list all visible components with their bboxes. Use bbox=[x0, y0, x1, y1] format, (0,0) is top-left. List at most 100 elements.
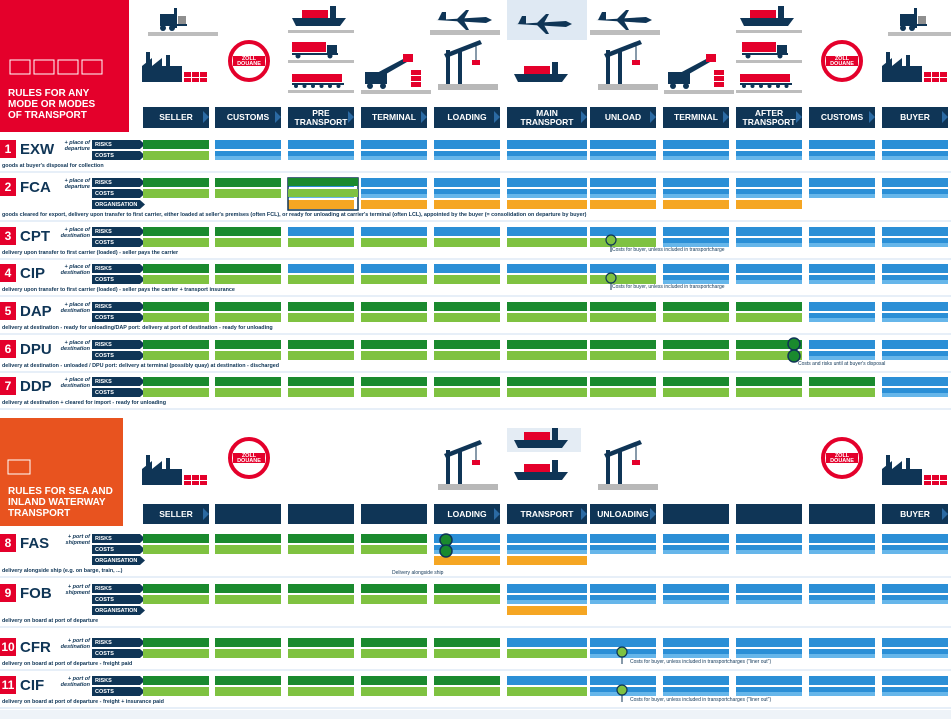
column-header-label: LOADING bbox=[447, 112, 487, 123]
factory-icon bbox=[924, 475, 931, 480]
port-crane-icon bbox=[632, 460, 640, 465]
cost-risk-bar bbox=[882, 545, 948, 554]
row-tag-arrow bbox=[140, 227, 145, 236]
term-place: + place of destination bbox=[60, 377, 90, 389]
cost-risk-bar bbox=[434, 140, 500, 149]
cost-risk-bar bbox=[590, 140, 656, 149]
factory-icon bbox=[892, 58, 902, 66]
cost-risk-bar bbox=[590, 313, 656, 322]
column-header-label: UNLOADING bbox=[597, 508, 649, 519]
column-header-arrow bbox=[494, 111, 500, 123]
cost-risk-bar bbox=[507, 227, 587, 236]
term-code: CPT bbox=[20, 228, 50, 245]
cost-risk-bar bbox=[590, 638, 656, 647]
row-tag: COSTS bbox=[92, 388, 140, 397]
port-crane-icon bbox=[604, 440, 642, 458]
cost-risk-bar bbox=[809, 654, 875, 658]
cost-risk-bar bbox=[590, 340, 656, 349]
barge-icon bbox=[524, 432, 550, 440]
cost-risk-bar bbox=[507, 200, 587, 209]
row-tag: RISKS bbox=[92, 676, 140, 685]
cost-risk-bar bbox=[215, 227, 281, 236]
factory-icon bbox=[184, 481, 191, 485]
cargo-ship-icon bbox=[524, 464, 550, 472]
transfer-point-icon bbox=[787, 349, 801, 363]
truck-icon bbox=[742, 53, 788, 55]
cost-risk-bar bbox=[809, 243, 875, 247]
cost-risk-bar bbox=[143, 189, 209, 198]
forklift-icon bbox=[177, 24, 187, 26]
ground bbox=[288, 60, 354, 63]
term-code: DDP bbox=[20, 378, 52, 395]
customs-icon bbox=[233, 453, 265, 463]
cost-risk-bar bbox=[663, 654, 729, 658]
port-crane-icon bbox=[604, 40, 642, 58]
zoll-text: DOUANE bbox=[830, 458, 854, 464]
reach-stacker-icon bbox=[403, 54, 413, 62]
cost-risk-bar bbox=[361, 638, 427, 647]
train-icon bbox=[292, 83, 344, 85]
term-number: 7 bbox=[0, 377, 16, 395]
cargo-plane-icon bbox=[616, 10, 629, 20]
cost-risk-bar bbox=[507, 595, 587, 604]
cost-risk-bar bbox=[736, 340, 802, 349]
term-number: 6 bbox=[0, 340, 16, 358]
row-tag-arrow bbox=[140, 584, 145, 593]
cost-risk-bar bbox=[361, 676, 427, 685]
cost-risk-bar bbox=[663, 194, 729, 198]
train-icon bbox=[328, 84, 332, 88]
cost-risk-bar bbox=[215, 638, 281, 647]
cost-risk-bar bbox=[736, 545, 802, 554]
cost-risk-bar bbox=[434, 302, 500, 311]
cost-risk-bar bbox=[663, 649, 729, 658]
factory-icon bbox=[142, 469, 182, 485]
cost-risk-bar bbox=[434, 676, 500, 685]
row-tag-arrow bbox=[140, 351, 145, 360]
cost-risk-bar bbox=[361, 687, 427, 696]
factory-icon bbox=[924, 481, 931, 485]
zoll-text: DOUANE bbox=[830, 61, 854, 67]
cost-risk-bar bbox=[288, 178, 358, 186]
cost-risk-bar bbox=[215, 687, 281, 696]
cost-risk-bar bbox=[143, 687, 209, 696]
cost-risk-bar bbox=[361, 200, 427, 209]
cost-risk-bar bbox=[663, 280, 729, 284]
row-tag: RISKS bbox=[92, 377, 140, 386]
cost-risk-bar bbox=[434, 388, 500, 397]
transfer-point-icon bbox=[605, 272, 617, 284]
cost-risk-bar bbox=[215, 351, 281, 360]
forklift-icon bbox=[900, 14, 914, 26]
cost-risk-bar bbox=[736, 280, 802, 284]
truck-icon bbox=[292, 42, 326, 52]
cost-risk-bar bbox=[143, 388, 209, 397]
row-tag: COSTS bbox=[92, 275, 140, 284]
forklift-icon bbox=[909, 25, 915, 31]
cost-risk-bar bbox=[143, 302, 209, 311]
column-header-arrow bbox=[581, 111, 587, 123]
cargo-plane-icon bbox=[438, 12, 446, 20]
reach-stacker-icon bbox=[714, 82, 724, 87]
runway bbox=[430, 30, 500, 35]
section-sea-title-line: TRANSPORT bbox=[8, 508, 71, 519]
cost-risk-bar bbox=[590, 377, 656, 386]
cost-risk-bar bbox=[288, 200, 354, 209]
zoll-text: DOUANE bbox=[237, 458, 261, 464]
port-crane-icon bbox=[444, 440, 482, 458]
cost-risk-bar bbox=[590, 600, 656, 604]
cost-risk-bar bbox=[590, 351, 656, 360]
cost-risk-bar bbox=[361, 194, 427, 198]
reach-stacker-icon bbox=[714, 76, 724, 81]
column-header bbox=[288, 504, 354, 524]
cost-risk-bar bbox=[590, 194, 656, 198]
cost-risk-bar bbox=[736, 302, 802, 311]
transfer-point-icon bbox=[616, 646, 628, 658]
cost-risk-bar bbox=[507, 600, 587, 604]
row-tag-arrow bbox=[140, 140, 145, 149]
cost-risk-bar bbox=[663, 151, 729, 160]
cost-risk-bar bbox=[736, 584, 802, 593]
cost-risk-bar bbox=[434, 200, 500, 209]
term-code: DPU bbox=[20, 341, 52, 358]
term-code: FCA bbox=[20, 179, 51, 196]
cost-risk-bar bbox=[809, 313, 875, 322]
cost-risk-bar bbox=[590, 189, 656, 198]
